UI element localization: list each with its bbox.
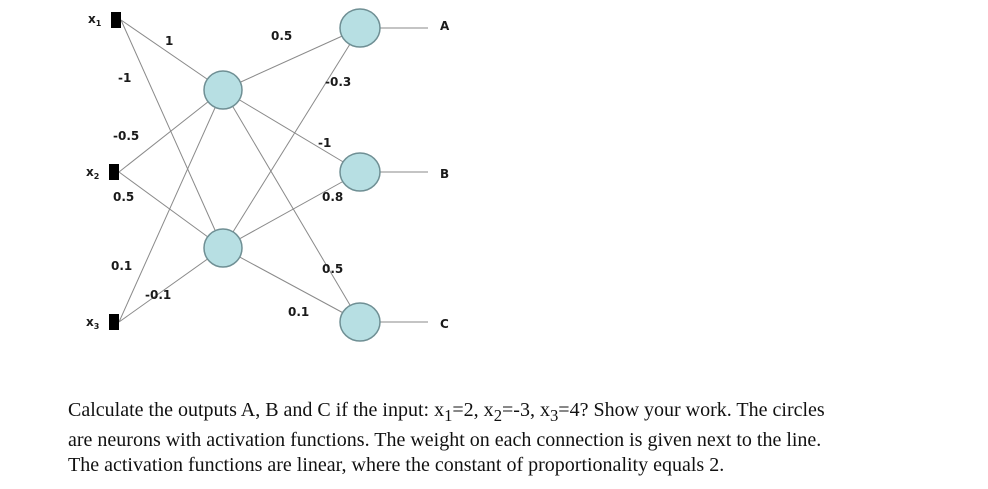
edge-x3-h2 <box>118 247 224 323</box>
output-label-A: A <box>440 19 450 33</box>
edge-x2-h1 <box>118 89 224 173</box>
hidden-neuron-1 <box>203 70 243 110</box>
weight-label-h2-B: 0.8 <box>322 190 343 204</box>
question-line-3: The activation functions are linear, whe… <box>68 454 725 476</box>
output-neuron-C <box>339 302 381 342</box>
weight-label-h2-C: 0.1 <box>288 305 309 319</box>
connection-lines <box>118 19 428 323</box>
question-text: Calculate the outputs A, B and C if the … <box>68 398 948 478</box>
edge-x1-h1 <box>120 19 224 91</box>
edge-x3-h1 <box>118 89 224 323</box>
edge-h1-A <box>222 27 361 91</box>
input-node-x3 <box>109 314 119 330</box>
edge-x1-h2 <box>120 19 224 249</box>
hidden-neuron-2 <box>203 228 243 268</box>
question-line-1: Calculate the outputs A, B and C if the … <box>68 399 825 425</box>
output-label-C: C <box>440 317 449 331</box>
weight-label-x1-h2: -1 <box>118 71 131 85</box>
weight-label-x3-h2: -0.1 <box>145 288 171 302</box>
weight-label-x2-h1: -0.5 <box>113 129 139 143</box>
weight-label-x3-h1: 0.1 <box>111 259 132 273</box>
edge-h2-C <box>222 247 361 323</box>
output-neuron-A <box>339 8 381 48</box>
input-label-x2: x2 <box>86 165 99 181</box>
output-label-B: B <box>440 167 449 181</box>
weight-label-h1-B: -0.3 <box>325 75 351 89</box>
neural-network-diagram: x1 x2 x3 A B C 1 -1 -0.5 0.5 0.1 -0.1 0.… <box>86 8 450 342</box>
input-node-x2 <box>109 164 119 180</box>
edge-x2-h2 <box>118 171 224 249</box>
weight-label-h2-A: -1 <box>318 136 331 150</box>
weight-label-h1-A: 0.5 <box>271 29 292 43</box>
weight-label-x2-h2: 0.5 <box>113 190 134 204</box>
output-neuron-B <box>339 152 381 192</box>
input-label-x1: x1 <box>88 12 102 28</box>
weight-label-x1-h1: 1 <box>165 34 173 48</box>
weight-label-h1-C: 0.5 <box>322 262 343 276</box>
question-line-2: are neurons with activation functions. T… <box>68 429 822 451</box>
edge-h1-C <box>222 89 361 323</box>
edge-h2-B <box>222 171 361 249</box>
edge-h1-B <box>222 89 361 173</box>
input-label-x3: x3 <box>86 315 99 331</box>
input-node-x1 <box>111 12 121 28</box>
edge-h2-A <box>222 27 361 249</box>
